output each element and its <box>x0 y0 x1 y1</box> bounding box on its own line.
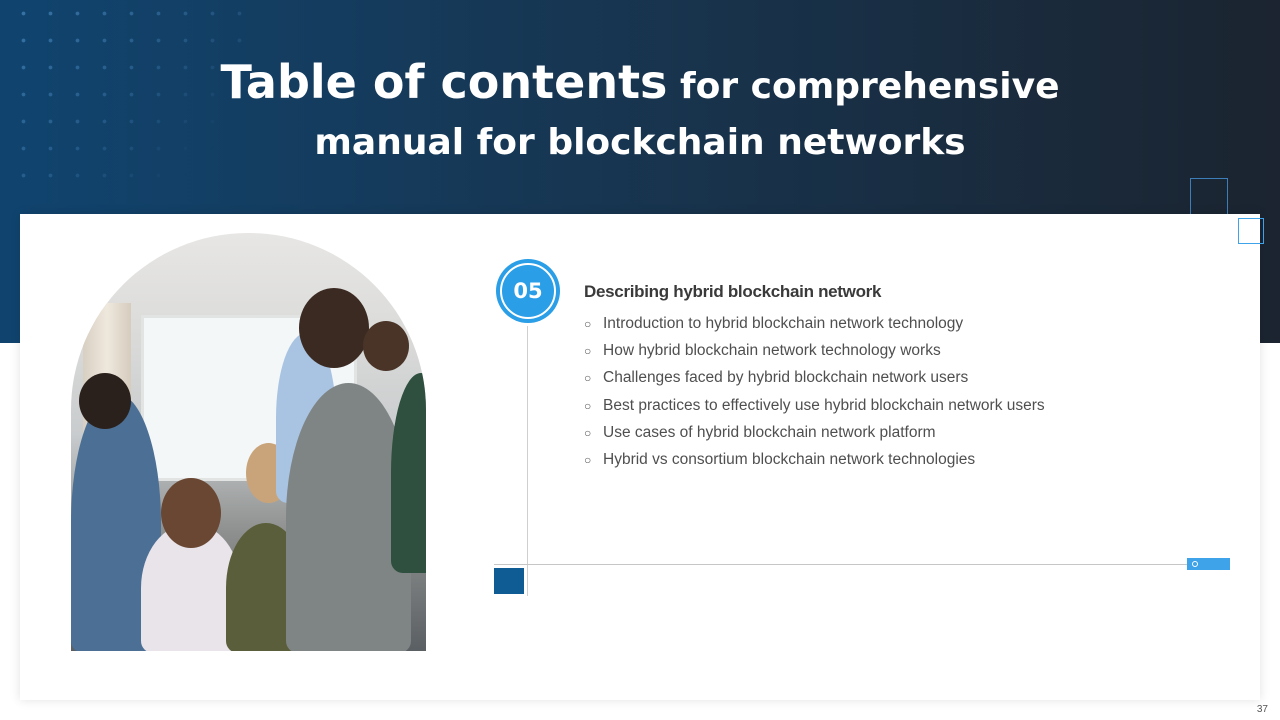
photo-person <box>299 288 369 368</box>
section-title: Describing hybrid blockchain network <box>584 282 882 301</box>
slide-title: Table of contents for comprehensive manu… <box>0 52 1280 169</box>
section-number-badge: 05 <box>496 259 560 323</box>
section-number: 05 <box>513 279 543 303</box>
title-line-1: Table of contents for comprehensive <box>0 52 1280 117</box>
circle-bullet-icon: ○ <box>584 425 592 440</box>
list-item-label: Best practices to effectively use hybrid… <box>603 396 1045 414</box>
list-item: ○ Introduction to hybrid blockchain netwo… <box>584 313 1045 340</box>
list-item: ○ Use cases of hybrid blockchain network … <box>584 422 1045 449</box>
photo-person <box>161 478 221 548</box>
circle-bullet-icon: ○ <box>584 452 592 467</box>
square-outline-decoration <box>1190 178 1228 216</box>
title-rest: for comprehensive <box>679 66 1060 107</box>
list-item-label: Use cases of hybrid blockchain network p… <box>603 423 936 441</box>
list-item: ○ How hybrid blockchain network technolog… <box>584 340 1045 367</box>
photo-person <box>391 373 426 573</box>
timeline-horizontal-line <box>494 564 1208 565</box>
photo-person <box>79 373 131 429</box>
photo-person <box>286 383 411 651</box>
dot-pattern-decoration <box>10 0 250 200</box>
photo-person <box>363 321 409 371</box>
list-item: ○ Hybrid vs consortium blockchain network… <box>584 449 1045 476</box>
list-item: ○ Best practices to effectively use hybri… <box>584 395 1045 422</box>
title-line-2: manual for blockchain networks <box>314 122 966 163</box>
ring-icon <box>1192 561 1198 567</box>
blue-square-decoration <box>494 568 524 594</box>
blue-tag-decoration <box>1187 558 1230 570</box>
circle-bullet-icon: ○ <box>584 317 592 331</box>
list-item-label: Challenges faced by hybrid blockchain ne… <box>603 369 969 387</box>
timeline-vertical-line <box>527 326 528 596</box>
title-main: Table of contents <box>220 55 668 109</box>
list-item-label: Introduction to hybrid blockchain networ… <box>603 315 964 332</box>
list-item: ○ Challenges faced by hybrid blockchain n… <box>584 367 1045 394</box>
page-number: 37 <box>1256 704 1268 715</box>
section-item-list: ○ Introduction to hybrid blockchain netwo… <box>584 313 1045 476</box>
content-card: 05 Describing hybrid blockchain network … <box>20 214 1260 700</box>
circle-bullet-icon: ○ <box>584 371 592 386</box>
circle-bullet-icon: ○ <box>584 398 592 413</box>
small-square-outline-decoration <box>1238 218 1264 244</box>
team-meeting-photo <box>71 233 426 651</box>
list-item-label: How hybrid blockchain network technology… <box>603 342 941 360</box>
list-item-label: Hybrid vs consortium blockchain network … <box>603 450 976 468</box>
circle-bullet-icon: ○ <box>584 344 592 359</box>
